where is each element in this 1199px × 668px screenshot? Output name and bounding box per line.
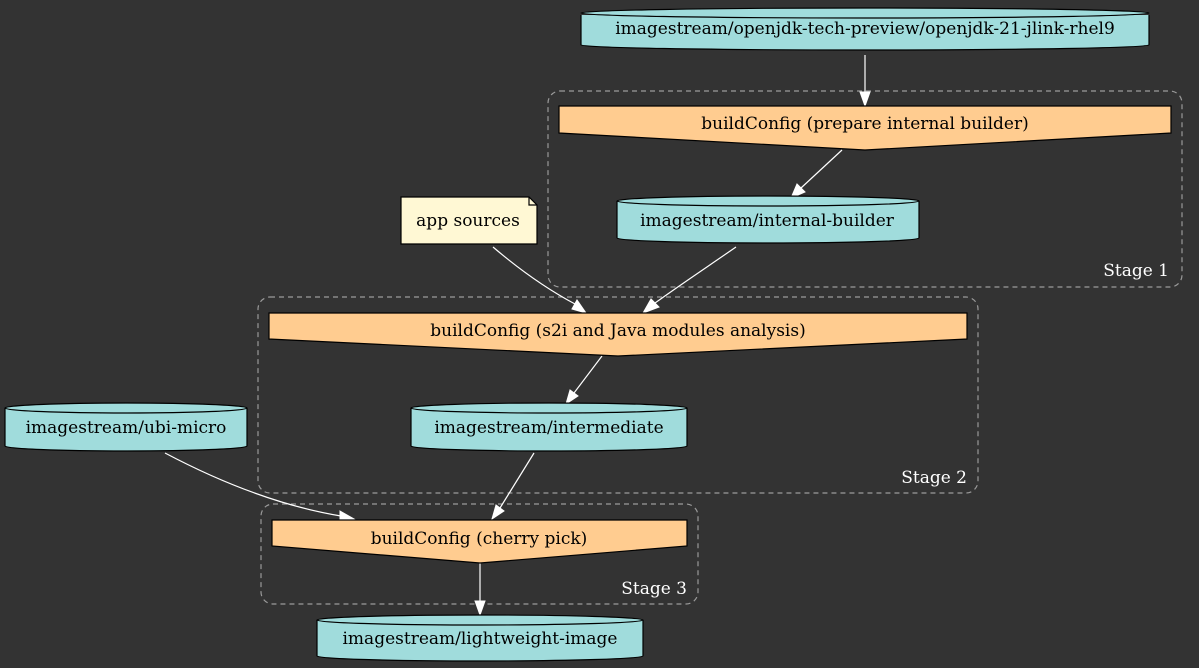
node-ubi-micro-imagestream[interactable]: imagestream/ubi-micro [4, 402, 248, 452]
node-app-sources-label: app sources [416, 211, 520, 231]
node-s2i-analysis-label: buildConfig (s2i and Java modules analys… [430, 321, 805, 341]
edge-openjdk-to-prepare-builder [859, 55, 871, 108]
node-buildconfig-cherry-pick[interactable]: buildConfig (cherry pick) [271, 519, 688, 564]
edge-app-sources-to-s2i [492, 246, 588, 314]
node-intermediate-label: imagestream/intermediate [434, 418, 663, 438]
node-lightweight-imagestream[interactable]: imagestream/lightweight-image [316, 614, 644, 662]
edge-prepare-builder-to-internal-builder [790, 149, 843, 199]
edge-cherry-pick-to-lightweight [474, 563, 486, 617]
node-internal-builder-imagestream[interactable]: imagestream/internal-builder [616, 195, 920, 244]
stage-2-label: Stage 2 [901, 468, 967, 488]
node-app-sources-note[interactable]: app sources [400, 196, 538, 245]
edges [164, 55, 871, 617]
stage-3-label: Stage 3 [621, 579, 687, 599]
node-openjdk-imagestream[interactable]: imagestream/openjdk-tech-preview/openjdk… [580, 7, 1150, 51]
cluster-stage-2: Stage 2 [257, 296, 979, 494]
stage-1-label: Stage 1 [1103, 261, 1169, 281]
node-internal-builder-label: imagestream/internal-builder [640, 211, 895, 231]
cluster-stage-1: Stage 1 [547, 90, 1183, 288]
edge-s2i-to-intermediate [565, 355, 603, 406]
edge-intermediate-to-cherry-pick [491, 452, 535, 521]
node-ubi-micro-label: imagestream/ubi-micro [26, 418, 227, 438]
node-buildconfig-s2i-analysis[interactable]: buildConfig (s2i and Java modules analys… [268, 312, 968, 357]
node-openjdk-label: imagestream/openjdk-tech-preview/openjdk… [615, 19, 1115, 39]
node-prepare-builder-label: buildConfig (prepare internal builder) [701, 114, 1028, 134]
node-intermediate-imagestream[interactable]: imagestream/intermediate [410, 402, 688, 452]
edge-internal-builder-to-s2i [641, 246, 737, 314]
node-buildconfig-prepare-builder[interactable]: buildConfig (prepare internal builder) [558, 105, 1172, 151]
node-cherry-pick-label: buildConfig (cherry pick) [371, 529, 588, 549]
node-lightweight-label: imagestream/lightweight-image [343, 629, 618, 649]
